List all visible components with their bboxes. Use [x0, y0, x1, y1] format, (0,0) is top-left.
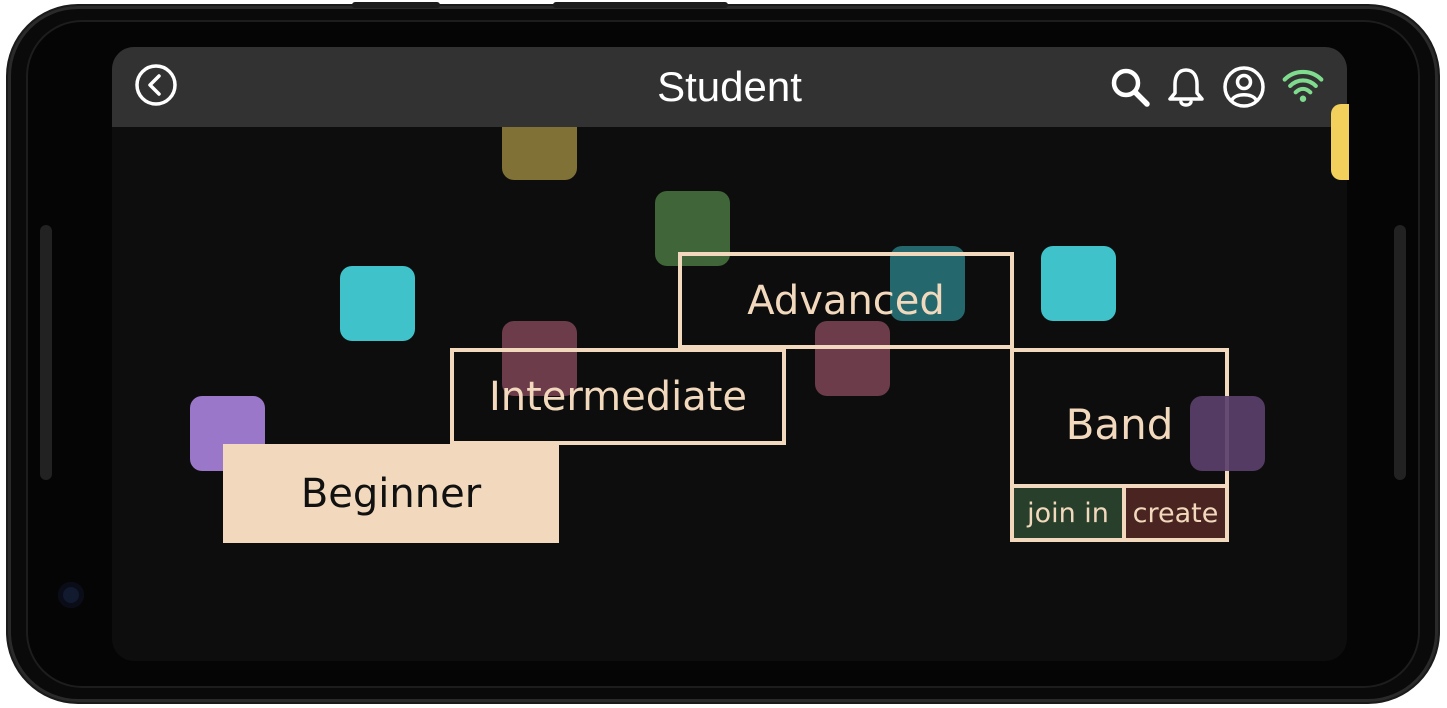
band-join-button[interactable]: join in — [1014, 484, 1122, 538]
level-intermediate-label: Intermediate — [488, 373, 748, 420]
phone-side-grip-right — [1394, 225, 1406, 480]
level-beginner-label: Beginner — [300, 470, 482, 517]
level-beginner-button[interactable]: Beginner — [223, 444, 559, 543]
decor-tile-dark-purple — [1190, 396, 1265, 471]
decor-tile-maroon — [502, 321, 577, 396]
level-intermediate-button[interactable]: Intermediate — [450, 348, 786, 445]
level-advanced-label: Advanced — [747, 277, 945, 324]
band-join-label: join in — [1027, 497, 1109, 529]
phone-side-grip-left — [40, 225, 52, 480]
band-create-label: create — [1132, 497, 1219, 529]
page-title: Student — [657, 63, 802, 110]
side-drawer-handle[interactable] — [1331, 104, 1349, 180]
level-band-label: Band — [1065, 400, 1174, 449]
phone-volume-button — [553, 2, 728, 8]
app-screen: Student Advanced Intermediate Band — [112, 47, 1347, 661]
front-camera — [58, 582, 84, 608]
decor-tile-cyan — [340, 266, 415, 341]
level-advanced-button[interactable]: Advanced — [678, 252, 1014, 349]
wifi-icon — [1282, 69, 1324, 102]
decor-tile-cyan-right — [1041, 246, 1116, 321]
phone-power-button — [352, 2, 440, 8]
back-arrow-circle-icon[interactable] — [134, 63, 178, 107]
band-create-button[interactable]: create — [1122, 484, 1225, 538]
bell-icon[interactable] — [1164, 65, 1208, 109]
account-circle-icon[interactable] — [1222, 65, 1266, 109]
app-bar: Student — [112, 47, 1347, 127]
decor-tile-maroon-center — [815, 321, 890, 396]
decor-tile-teal — [890, 246, 965, 321]
search-icon[interactable] — [1108, 65, 1152, 109]
